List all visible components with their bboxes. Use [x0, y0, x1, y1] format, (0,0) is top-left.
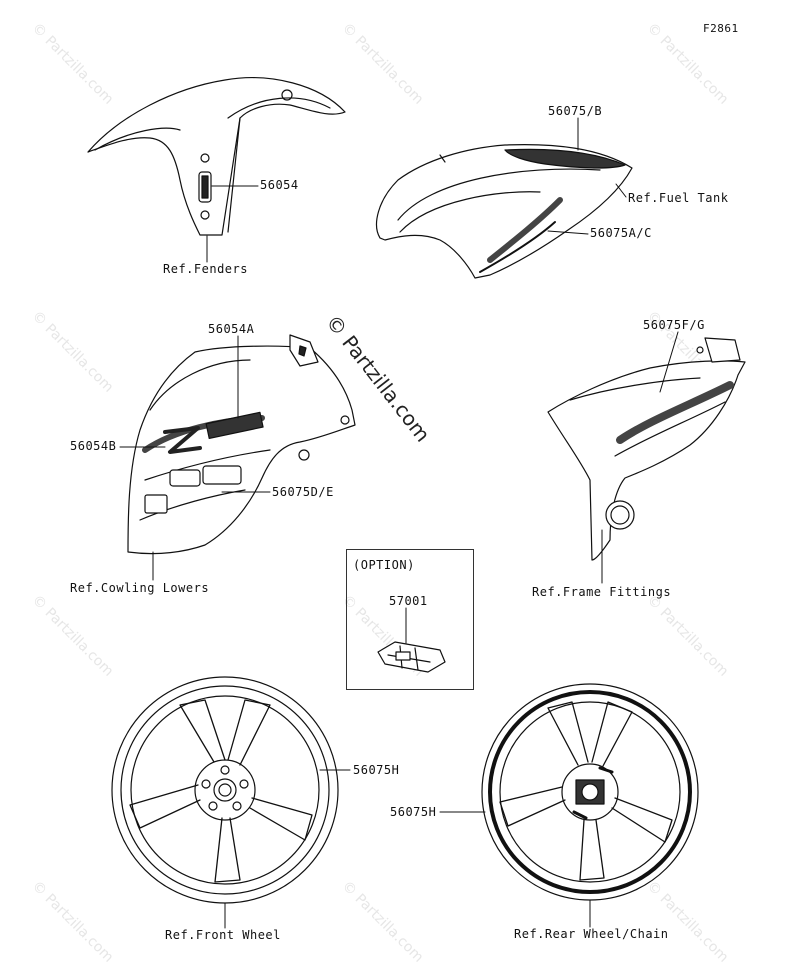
part-56075ac[interactable]: 56075A/C [590, 226, 652, 240]
front-fender [87, 77, 346, 236]
fuel-tank-cover [376, 144, 633, 279]
part-56054b[interactable]: 56054B [70, 439, 117, 453]
option-decal-57001 [377, 641, 446, 673]
part-56075h-rear[interactable]: 56075H [390, 805, 437, 819]
ref-cowling-lowers[interactable]: Ref.Cowling Lowers [70, 581, 210, 595]
part-56054a[interactable]: 56054A [208, 322, 255, 336]
ref-frame-fittings[interactable]: Ref.Frame Fittings [532, 585, 672, 599]
front-wheel [111, 676, 339, 904]
figure-code: F2861 [703, 22, 739, 35]
part-56075h-front[interactable]: 56075H [353, 763, 400, 777]
part-56054[interactable]: 56054 [260, 178, 299, 192]
ref-fuel-tank[interactable]: Ref.Fuel Tank [628, 191, 729, 205]
part-56075fg[interactable]: 56075F/G [643, 318, 705, 332]
rear-wheel [481, 683, 699, 901]
upper-cowling [127, 334, 356, 555]
option-box [346, 549, 474, 690]
ref-rear-wheel-chain[interactable]: Ref.Rear Wheel/Chain [514, 927, 669, 941]
ref-fenders[interactable]: Ref.Fenders [163, 262, 248, 276]
ref-front-wheel[interactable]: Ref.Front Wheel [165, 928, 281, 942]
part-56075b[interactable]: 56075/B [548, 104, 603, 118]
option-label: (OPTION) [353, 558, 415, 572]
part-56075de[interactable]: 56075D/E [272, 485, 334, 499]
part-57001[interactable]: 57001 [389, 594, 428, 608]
leader-lines [119, 117, 679, 929]
frame-cover [547, 337, 746, 561]
